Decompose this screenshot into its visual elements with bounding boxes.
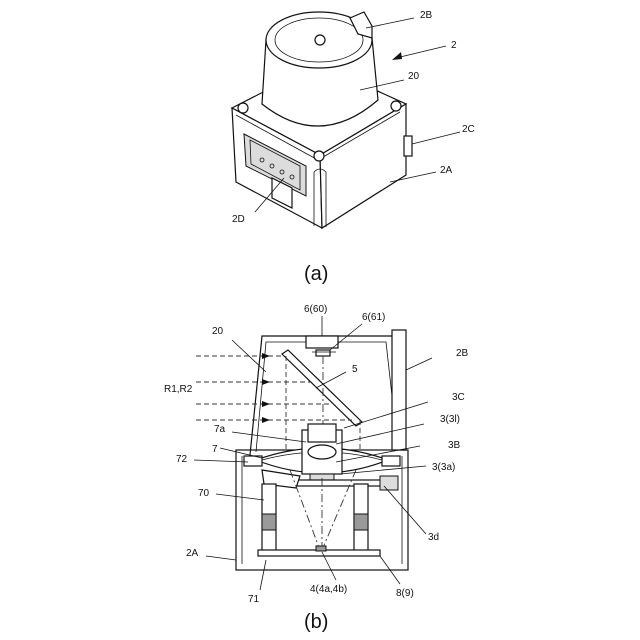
label-72: 72	[176, 454, 188, 465]
label-70: 70	[198, 488, 210, 499]
label-6-60: 6(60)	[304, 304, 327, 315]
figure-b-drawing	[194, 316, 432, 590]
label-3B: 3B	[448, 440, 461, 451]
caption-b: (b)	[304, 611, 328, 633]
base-plate	[294, 480, 384, 486]
label-3-3a: 3(3a)	[432, 462, 455, 473]
label-2D: 2D	[232, 214, 245, 225]
screw-icon	[314, 151, 324, 161]
label-8-9: 8(9)	[396, 588, 414, 599]
label-5: 5	[352, 364, 358, 375]
label-3C: 3C	[452, 392, 465, 403]
detector-60	[306, 336, 338, 348]
label-2A-b: 2A	[186, 548, 199, 559]
screw-icon	[391, 101, 401, 111]
label-2B-a: 2B	[420, 10, 433, 21]
label-3-3l: 3(3l)	[440, 414, 460, 425]
figure-a-drawing	[232, 12, 460, 228]
label-71: 71	[248, 594, 260, 605]
side-tab	[392, 330, 406, 450]
label-2B-b: 2B	[456, 348, 469, 359]
arrow-icon	[262, 353, 270, 359]
detector-61	[316, 350, 330, 356]
label-2A-a: 2A	[440, 165, 453, 176]
label-2: 2	[451, 40, 457, 51]
label-R1R2: R1,R2	[164, 384, 193, 395]
label-20-a: 20	[408, 71, 420, 82]
caption-a: (a)	[304, 263, 328, 285]
arrow-icon	[392, 52, 402, 60]
arrow-icon	[262, 379, 270, 385]
mirror	[282, 350, 362, 426]
label-7a: 7a	[214, 424, 226, 435]
arrow-icon	[262, 417, 270, 423]
label-2C: 2C	[462, 124, 475, 135]
arrow-icon	[262, 401, 270, 407]
label-3d: 3d	[428, 532, 439, 543]
label-20-b: 20	[212, 326, 224, 337]
label-4: 4(4a,4b)	[310, 584, 347, 595]
label-7: 7	[212, 444, 218, 455]
side-ridge	[404, 136, 412, 156]
label-6-61: 6(61)	[362, 312, 385, 323]
screw-icon	[238, 103, 248, 113]
top-hole	[315, 35, 325, 45]
